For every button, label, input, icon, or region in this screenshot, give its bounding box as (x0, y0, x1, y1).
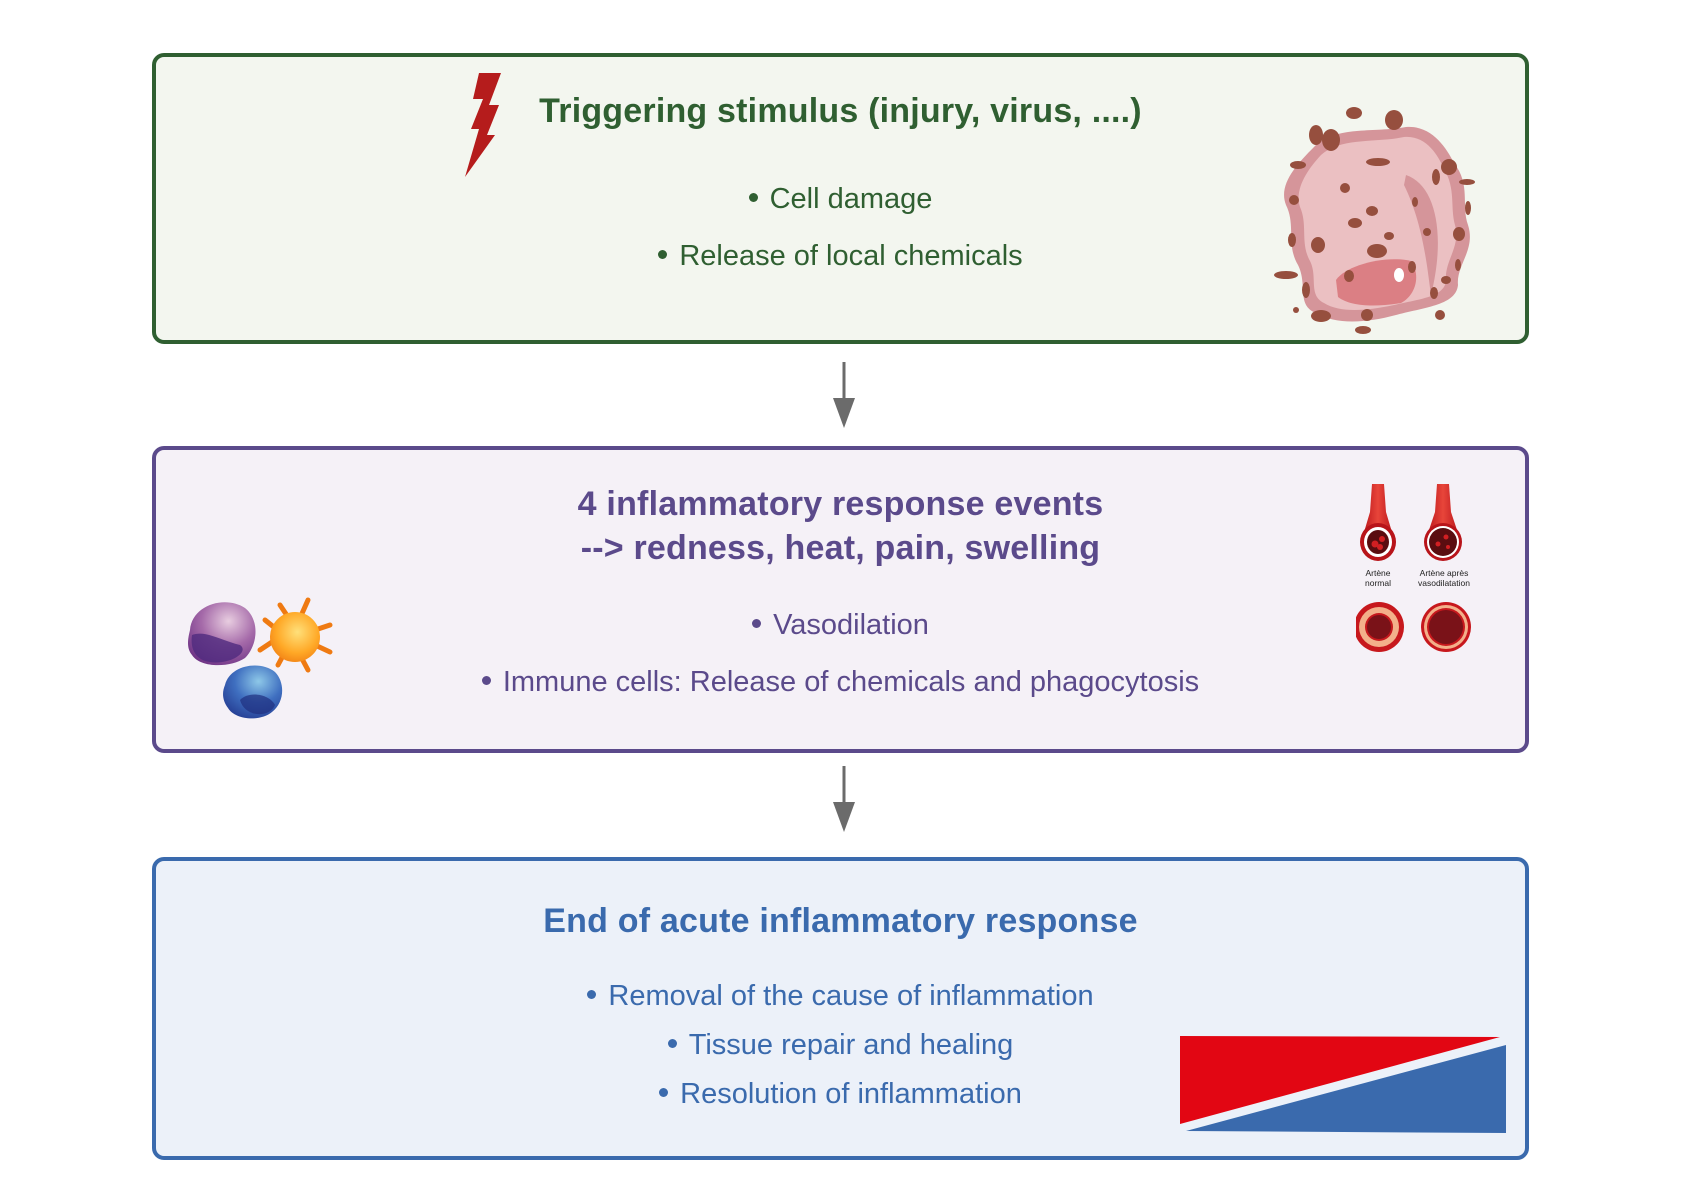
bullet-dot (481, 675, 491, 685)
stage2-bullet: Immune cells: Release of chemicals and p… (156, 664, 1525, 700)
stage-inflammatory-events: 4 inflammatory response events --> redne… (152, 446, 1529, 753)
stage2-bullet: Vasodilation (156, 607, 1525, 643)
bullet-dot (659, 1087, 669, 1097)
bullet-dot (658, 249, 668, 259)
artery-dilated-label: vasodilatation (1418, 578, 1470, 588)
bullet-dot (667, 1038, 677, 1048)
artery-normal-label: normal (1365, 578, 1391, 588)
stage-triggering-stimulus: Triggering stimulus (injury, virus, ....… (152, 53, 1529, 344)
immune-cells-illustration (188, 597, 333, 719)
stage2-title-line2: --> redness, heat, pain, swelling (580, 529, 1101, 567)
resolution-wedge-blue (1186, 1045, 1506, 1133)
flow-arrow-down (833, 766, 855, 832)
stage1-bullet: Cell damage (156, 181, 1525, 217)
artery-vasodilation-illustration: Artène normal Artène après vasodilatatio… (1356, 484, 1471, 652)
stage3-bullet: Tissue repair and healing (156, 1027, 1525, 1063)
flow-arrow-down (833, 362, 855, 428)
bullet-dot (752, 618, 762, 628)
artery-normal-label: Artène (1365, 568, 1390, 578)
stage3-title: End of acute inflammatory response (543, 902, 1138, 940)
decreasing-inflammation-wedge (1180, 1036, 1506, 1133)
bullet-dot (748, 192, 758, 202)
inflammation-wedge-red (1180, 1036, 1500, 1124)
stage3-bullet: Removal of the cause of inflammation (156, 978, 1525, 1014)
stage1-bullet: Release of local chemicals (156, 238, 1525, 274)
artery-dilated-label: Artène après (1420, 568, 1469, 578)
damaged-cell-illustration (1274, 107, 1475, 334)
stage1-title: Triggering stimulus (injury, virus, ....… (539, 92, 1142, 130)
stage-end-of-response: End of acute inflammatory response Remov… (152, 857, 1529, 1160)
stage2-title-line1: 4 inflammatory response events (577, 485, 1104, 523)
stage3-bullet: Resolution of inflammation (156, 1076, 1525, 1112)
lightning-icon (465, 73, 501, 177)
bullet-dot (587, 989, 597, 999)
